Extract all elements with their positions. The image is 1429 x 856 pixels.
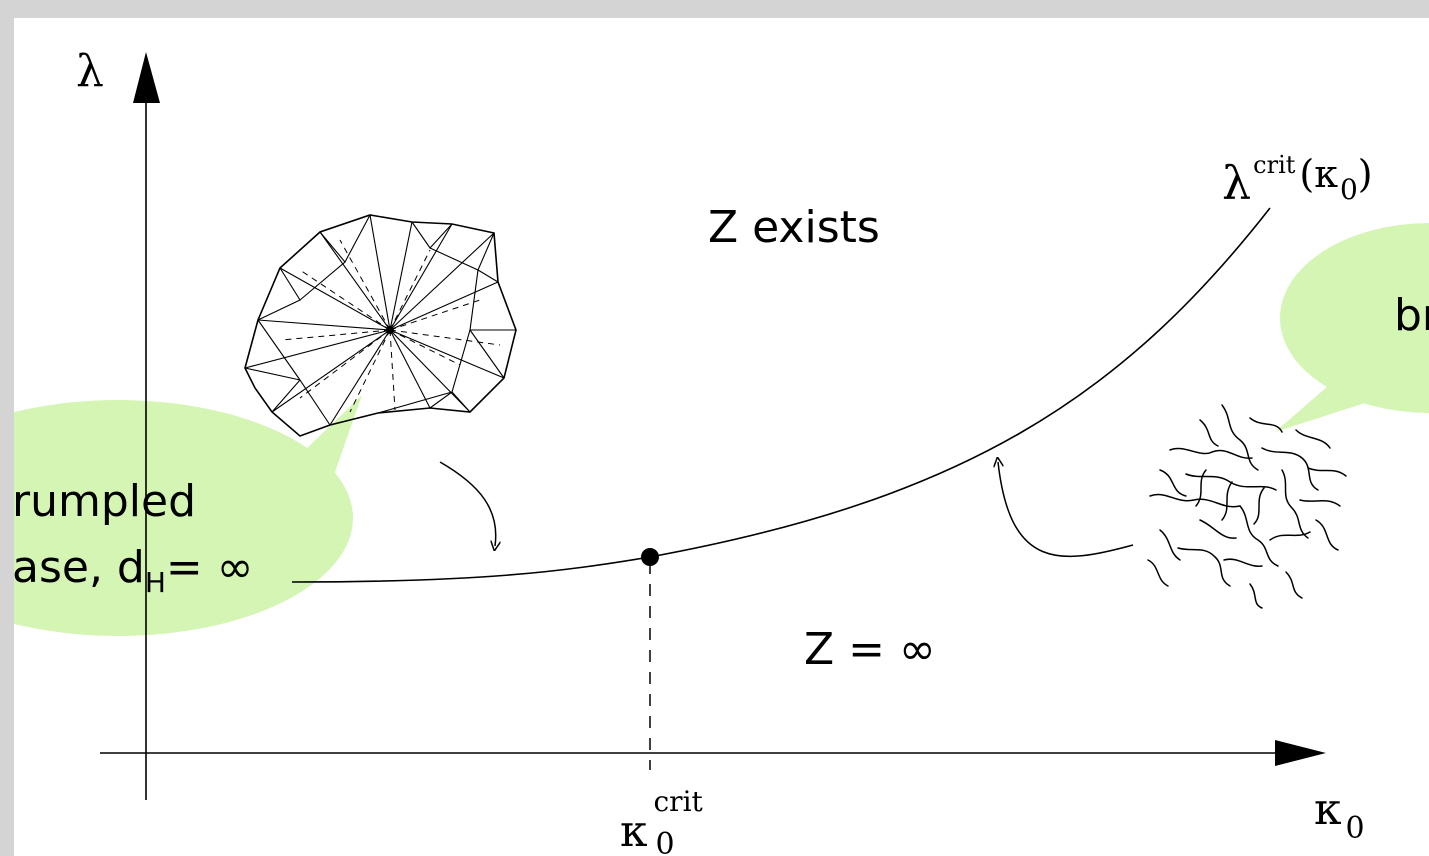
y-axis-label: λ xyxy=(76,46,104,97)
diagram-svg xyxy=(14,52,1429,800)
axes xyxy=(100,52,1326,800)
bubble-left-line1: rumpled xyxy=(14,476,196,527)
curve-label-arg-sub: 0 xyxy=(1339,173,1358,206)
curve-label-arg-close: ) xyxy=(1357,152,1373,196)
critical-point-label-sub: 0 xyxy=(655,827,675,856)
arrow-down-to-curve xyxy=(439,461,496,546)
arrow-up-to-curve xyxy=(998,462,1134,558)
region-upper-label: Z exists xyxy=(708,202,880,253)
critical-point-label-base: κ xyxy=(620,806,648,856)
bubble-left xyxy=(14,395,362,636)
bubble-left-line2-prefix: ase, d xyxy=(14,542,145,593)
crumpled-polyhedron-icon xyxy=(244,214,517,437)
critical-point xyxy=(641,548,659,566)
bubble-left-line2-sub: H xyxy=(144,566,166,599)
curve-label: λcrit(κ0) xyxy=(1222,134,1373,206)
branched-polymer-icon xyxy=(1147,404,1347,609)
critical-curve xyxy=(291,207,1271,583)
bubble-right xyxy=(1275,223,1429,432)
curve-label-arg: (κ xyxy=(1299,152,1338,196)
curve-label-sup: crit xyxy=(1253,151,1296,179)
bubble-left-line2: ase, dH= ∞ xyxy=(14,546,253,597)
region-lower-label: Z = ∞ xyxy=(804,624,936,675)
bubble-left-line2-suffix: = ∞ xyxy=(165,542,254,593)
bubble-right-text: br xyxy=(1394,290,1429,341)
x-axis-label-sub: 0 xyxy=(1345,811,1365,846)
x-axis-label-base: κ xyxy=(1314,784,1342,835)
curve-label-base: λ xyxy=(1222,156,1252,210)
critical-point-label-sup: crit xyxy=(653,785,703,818)
